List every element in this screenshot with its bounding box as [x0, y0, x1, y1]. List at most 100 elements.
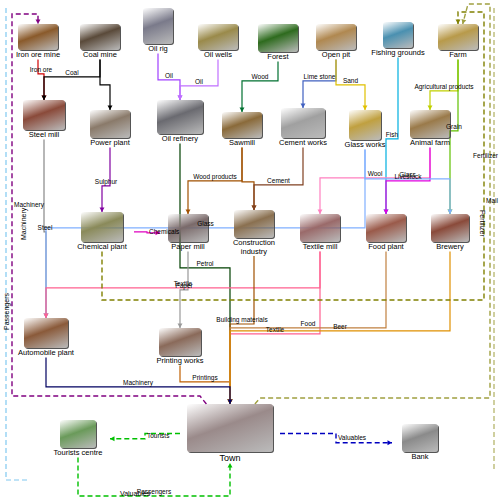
flow-label: Sulphur — [95, 178, 117, 185]
connector-line — [230, 252, 450, 405]
flow-label: Glass — [399, 171, 416, 178]
building-icon — [143, 8, 173, 44]
building-icon — [80, 24, 120, 50]
connector-line — [110, 434, 180, 439]
node-label: Automobile plant — [14, 349, 78, 358]
connector-line — [450, 60, 458, 215]
building-icon — [349, 110, 381, 140]
industry-node: Oil refinery — [148, 100, 212, 144]
flow-connector — [228, 256, 254, 404]
connector-line — [180, 252, 188, 329]
node-label: Open pit — [306, 51, 366, 60]
arrow-head — [228, 463, 233, 468]
industry-node: Glass works — [336, 110, 394, 150]
flow-label: Textile — [266, 326, 284, 333]
flow-label: Iron ore — [30, 66, 52, 73]
flow-label: Food — [301, 320, 316, 327]
flow-label: Passengers — [137, 488, 171, 495]
dashed-route — [6, 8, 30, 480]
route-label: Fertilizer — [478, 210, 486, 237]
industry-node: Tourists centre — [46, 420, 110, 458]
industry-node: Food plant — [358, 214, 414, 252]
flow-label: Mail — [486, 197, 498, 204]
node-label: Iron ore mine — [8, 51, 68, 60]
flow-connector — [78, 458, 232, 497]
connector-line — [12, 14, 206, 404]
node-label: Textile mill — [292, 243, 348, 252]
node-label: Glass works — [336, 141, 394, 150]
flow-label: Machinery — [14, 201, 44, 208]
industry-node: Automobile plant — [14, 318, 78, 358]
flow-connector — [252, 148, 303, 211]
connector-line — [46, 358, 230, 405]
connector-line — [386, 58, 398, 215]
flow-connector — [186, 148, 242, 215]
flow-connector — [255, 4, 490, 404]
connector-line — [255, 4, 490, 404]
flow-label: Oil — [165, 72, 173, 79]
node-label: Printing works — [148, 357, 212, 366]
industry-node: Coal mine — [70, 24, 130, 60]
node-label: Sawmill — [214, 139, 270, 148]
flow-label: Chemicals — [149, 228, 179, 235]
flow-label: Tourists — [147, 432, 169, 439]
flow-label: Wood products — [193, 173, 237, 180]
building-icon — [24, 318, 68, 348]
flow-label: Beer — [333, 323, 347, 330]
node-label: Construction industry — [222, 239, 286, 256]
node-label: Bank — [392, 453, 448, 462]
connector-line — [180, 60, 218, 101]
connector-line — [78, 458, 230, 497]
building-icon — [23, 100, 65, 130]
flow-connector — [280, 434, 392, 446]
flow-connector — [38, 60, 46, 101]
flow-connector — [336, 60, 367, 111]
connector-line — [303, 60, 336, 109]
connector-line — [38, 60, 44, 101]
building-icon — [431, 214, 469, 242]
flow-connector — [180, 366, 232, 405]
flow-connector — [228, 252, 386, 405]
node-label: Food plant — [358, 243, 414, 252]
building-icon — [168, 214, 208, 242]
building-icon — [410, 110, 450, 138]
node-label: Oil refinery — [148, 135, 212, 144]
building-icon — [383, 22, 413, 48]
building-icon — [187, 404, 273, 452]
connector-line — [102, 12, 484, 300]
flow-label: Fertilizer — [473, 152, 498, 159]
building-icon — [300, 214, 340, 242]
route-label: Machinery — [20, 208, 28, 240]
node-label: Farm — [428, 51, 488, 60]
node-label: Fishing grounds — [368, 49, 428, 58]
flow-connector — [42, 60, 100, 101]
node-label: Chemical plant — [70, 243, 134, 252]
connector-line — [242, 148, 254, 211]
route-label: Passengers — [3, 293, 11, 330]
node-label: Forest — [248, 53, 308, 62]
industry-node: Power plant — [80, 110, 140, 148]
connector-line — [280, 434, 392, 443]
flow-label: Building materials — [216, 316, 267, 323]
flow-label: Petrol — [197, 260, 214, 267]
node-label: Paper mill — [160, 243, 216, 252]
flow-connector — [301, 60, 336, 109]
node-label: Cement works — [272, 139, 334, 148]
industry-node: Town — [180, 404, 280, 463]
connector-line — [46, 252, 320, 319]
connector-line — [188, 148, 242, 215]
node-label: Steel mill — [14, 131, 74, 140]
flow-connector — [110, 434, 180, 442]
industry-node: Chemical plant — [70, 212, 134, 252]
flow-connector — [44, 150, 365, 319]
industry-node: Sawmill — [214, 112, 270, 148]
flow-label: Wool — [368, 170, 383, 177]
flow-label: Machinery — [123, 379, 153, 386]
connector-line — [336, 60, 365, 111]
flow-connector — [228, 252, 450, 405]
building-icon — [159, 328, 201, 356]
flow-label: Glass — [197, 220, 214, 227]
flow-connector — [178, 60, 218, 101]
industry-node: Brewery — [422, 214, 478, 252]
